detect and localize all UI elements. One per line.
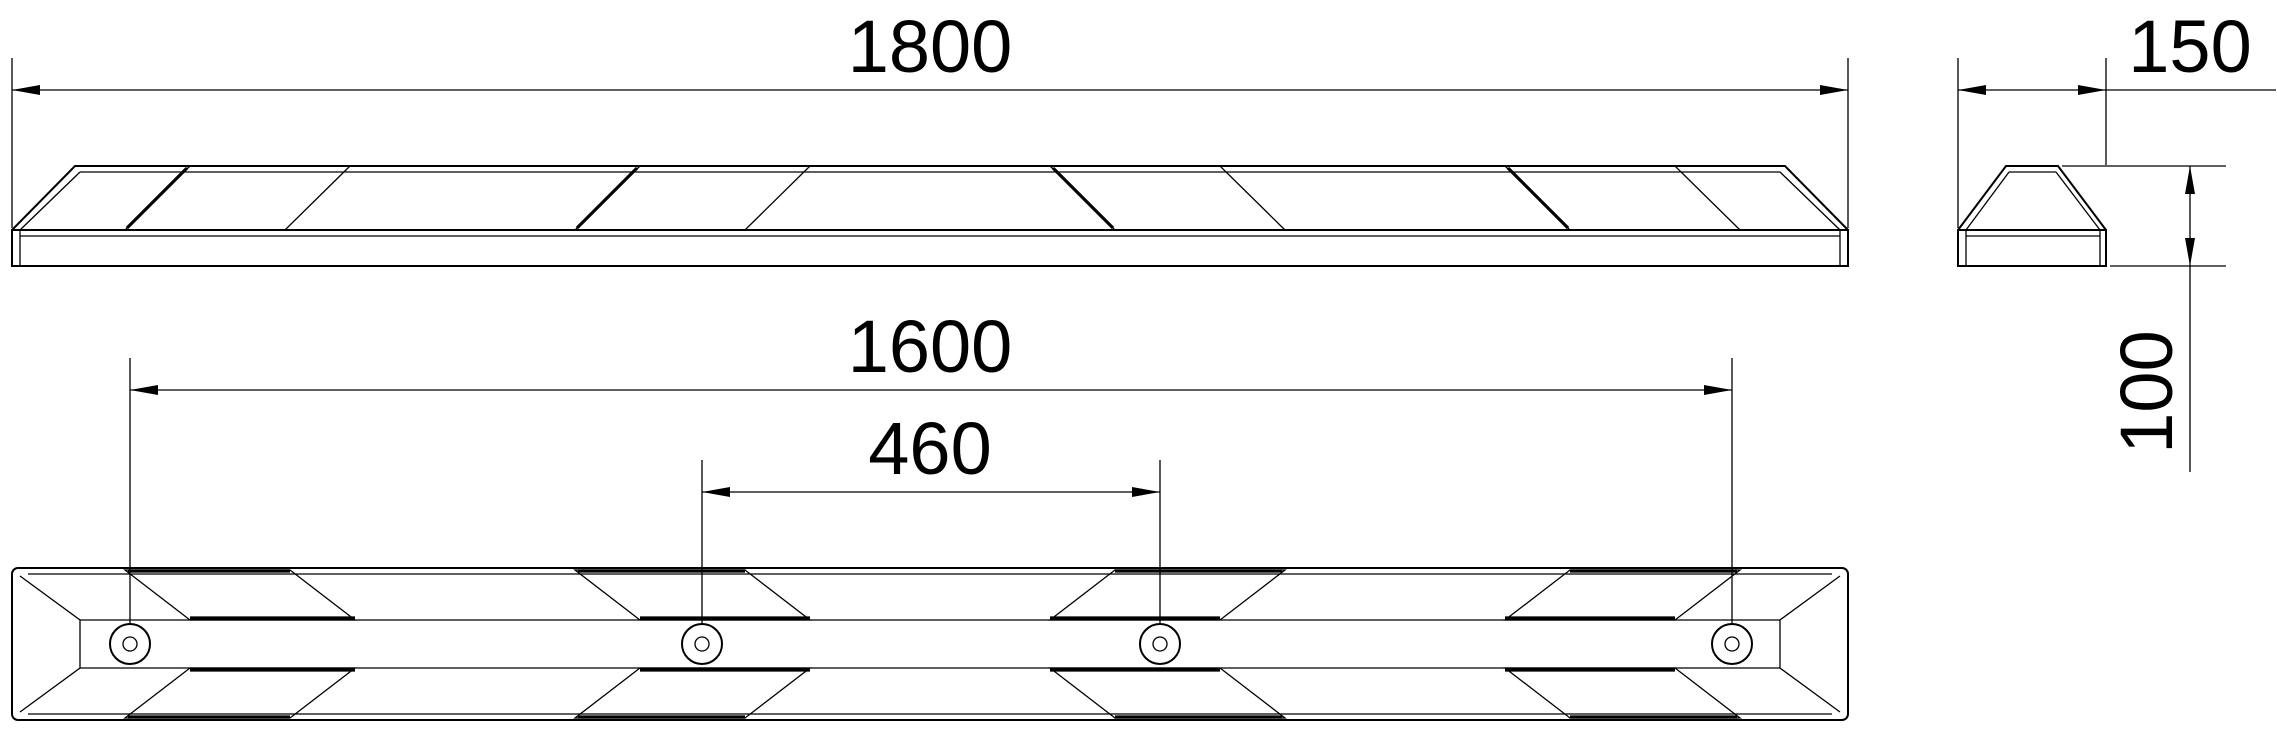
plan-view-stripes-top xyxy=(123,569,1742,621)
dimension-label-100: 100 xyxy=(2105,330,2188,453)
front-view-body-outline xyxy=(11,165,1849,231)
front-view xyxy=(11,165,1849,267)
dimension-overall-length: 1800 xyxy=(11,5,1849,228)
plan-view-mounting-holes xyxy=(109,623,1753,665)
dimension-label-1600: 1600 xyxy=(848,305,1013,388)
plan-view xyxy=(11,567,1849,721)
dimension-label-460: 460 xyxy=(868,407,991,490)
dimension-label-150: 150 xyxy=(2128,5,2251,88)
dimension-hole-span: 1600 xyxy=(129,305,1733,624)
front-view-reflective-stripes xyxy=(123,165,1742,231)
side-view-profile xyxy=(1957,165,2107,231)
side-view xyxy=(1957,165,2107,267)
dimension-inner-hole-span: 460 xyxy=(701,407,1161,624)
plan-view-outline xyxy=(11,567,1849,721)
dimension-height: 100 xyxy=(2062,165,2226,472)
front-view-base xyxy=(11,229,1849,267)
side-view-base xyxy=(1957,229,2107,267)
dimension-width: 150 xyxy=(1957,5,2276,228)
plan-view-stripes-bottom xyxy=(123,667,1742,719)
dimension-label-1800: 1800 xyxy=(848,5,1013,88)
